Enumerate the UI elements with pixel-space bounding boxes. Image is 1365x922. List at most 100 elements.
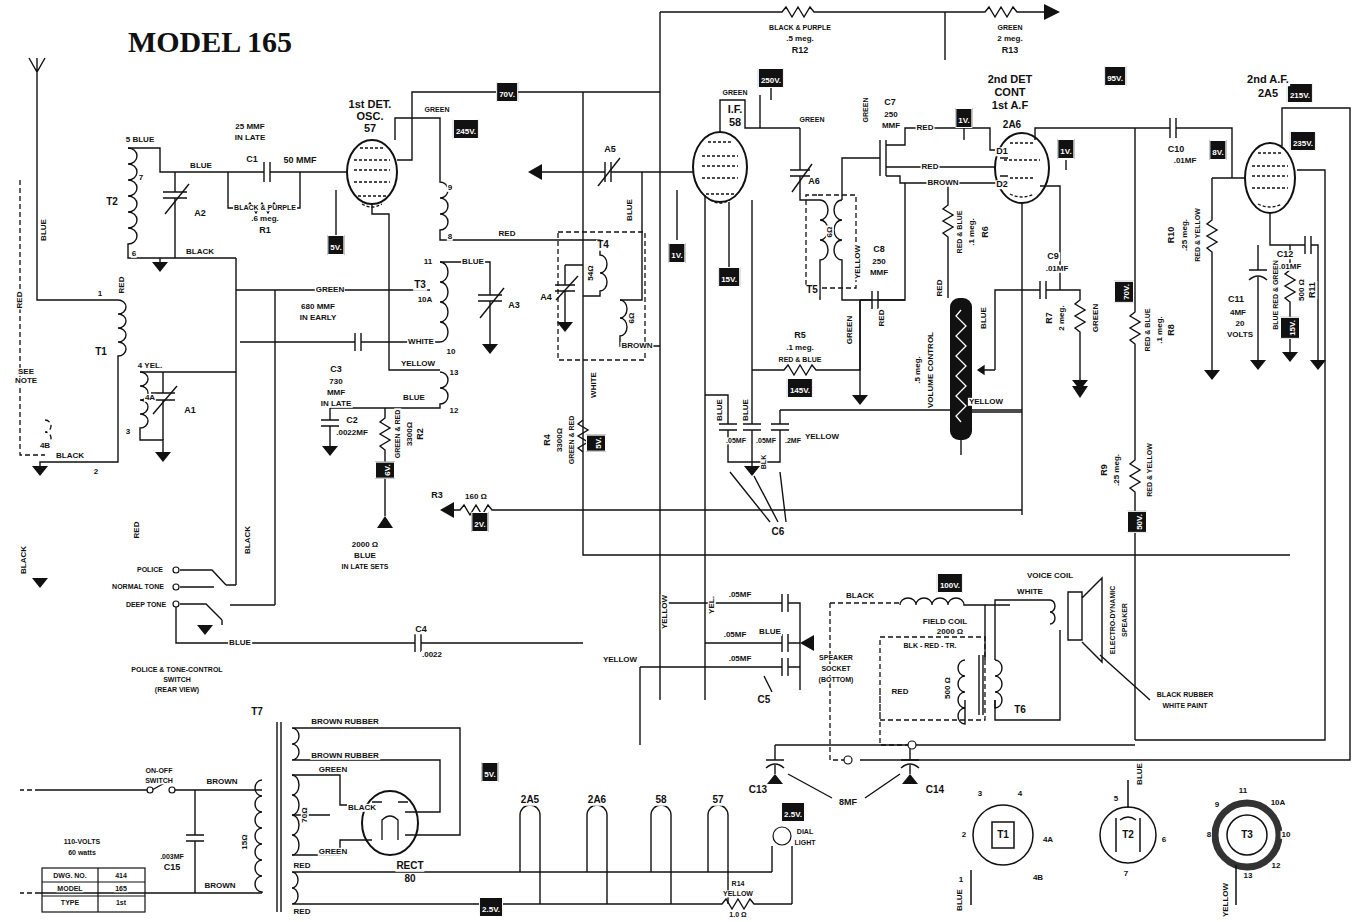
part-label: 2 [93, 468, 99, 476]
tube-element [372, 802, 408, 840]
terminal-circle [173, 601, 179, 607]
voltage-badge: 250V. [758, 68, 784, 88]
terminal-circle [147, 787, 153, 793]
tube-element [354, 142, 1288, 840]
part-label: T1 [996, 830, 1010, 841]
part-label: 2nd A.F. [1246, 74, 1290, 86]
part-label: GREEN [315, 286, 345, 294]
part-label: ELECTRO-DYNAMIC [1109, 585, 1116, 655]
part-label: YEL. [708, 595, 716, 615]
part-label: BLACK [347, 804, 377, 812]
wire [752, 300, 860, 375]
part-label: YELLOW [968, 398, 1004, 406]
voltage-badge: 70V. [496, 82, 518, 102]
part-label: BROWN RUBBER [310, 718, 380, 726]
part-label: 730 [328, 378, 343, 386]
part-label: 6 [1161, 836, 1167, 844]
part-label: (BOTTOM) [818, 676, 855, 683]
part-label: RED [498, 230, 517, 238]
part-label: T3 [1240, 830, 1254, 841]
voltage-value: 1V. [1060, 147, 1071, 156]
part-label: BLUE [980, 306, 988, 330]
part-label: 6Ω [826, 226, 834, 239]
voltage-badge: 5V. [327, 235, 344, 255]
part-label: MMF [326, 389, 346, 397]
part-label: GREEN [722, 89, 749, 96]
part-label: 4 [1017, 790, 1023, 798]
part-label: C11 [1227, 295, 1245, 304]
voltage-value: 2.5V. [482, 905, 500, 914]
title-block [42, 868, 145, 912]
part-label: 70Ω [301, 806, 309, 823]
part-label: .25 meg. [1181, 218, 1189, 252]
wire [1249, 245, 1267, 360]
part-label: BLUE [716, 398, 724, 422]
voltage-value: 235V. [1293, 139, 1313, 148]
wire [766, 745, 919, 798]
wire [292, 728, 460, 835]
terminal-circle [173, 584, 179, 590]
part-label: BLK - RED - TR. [903, 642, 958, 649]
part-label: 4 YEL. [137, 362, 163, 370]
part-label: 6 [131, 250, 137, 258]
voltage-badge: 6V. [375, 461, 395, 478]
part-label: 2 meg. [996, 35, 1023, 43]
part-label: GREEN [997, 24, 1024, 31]
part-label: T4 [596, 240, 610, 251]
part-label: GREEN [318, 848, 348, 856]
part-label: BLUE [956, 888, 964, 912]
part-label: 1.0 Ω [728, 911, 747, 918]
wire [945, 12, 1140, 740]
part-label: DIAL [796, 828, 814, 835]
part-label: VOLTS [1226, 331, 1254, 339]
part-label: 8 [447, 233, 453, 241]
part-label: BLACK [244, 525, 252, 555]
part-label: .0022 [421, 651, 443, 659]
part-label: 160 Ω [464, 493, 488, 501]
part-label: YELLOW [804, 433, 840, 441]
voltage-badge: 145V. [787, 378, 813, 398]
part-label: BROWN [926, 179, 959, 187]
part-label: 11 [1238, 787, 1248, 795]
wire [556, 276, 578, 300]
part-label: BLUE [228, 639, 252, 647]
part-label: GREEN & RED [394, 409, 401, 460]
part-label: BROWN [620, 342, 653, 350]
voltage-value: 1V. [958, 116, 969, 125]
tube-element [702, 142, 738, 203]
part-label: R6 [981, 225, 990, 239]
part-label: OSC. [356, 111, 385, 123]
wire [292, 872, 792, 909]
wire [598, 158, 620, 186]
part-label: D1 [995, 147, 1009, 156]
part-label: .1 meg. [785, 344, 815, 352]
part-label: 4B [1032, 874, 1044, 882]
wire [1135, 170, 1325, 740]
part-label: 7 [1123, 870, 1129, 878]
part-label: A2 [193, 209, 207, 218]
voltage-value: 70V. [1122, 284, 1131, 300]
socket-view [971, 780, 1279, 905]
terminal-circle [844, 756, 852, 764]
voltage-badge: 1V. [668, 243, 685, 263]
part-label: GREEN [318, 766, 348, 774]
part-label: SWITCH [162, 676, 192, 683]
part-label: RECT [395, 861, 424, 872]
wire [719, 424, 789, 430]
part-label: DEEP TONE [125, 601, 167, 608]
wire [29, 58, 118, 300]
part-label: 1 [97, 290, 103, 298]
wire [372, 204, 440, 370]
part-label: MMF [881, 122, 901, 130]
ground-symbol [32, 4, 1326, 784]
part-label: C14 [925, 785, 945, 796]
voltage-value: 245V. [456, 127, 476, 136]
wire [40, 300, 126, 466]
part-label: 54Ω [587, 264, 595, 281]
part-label: .05MF [725, 437, 747, 444]
part-label: RED [916, 124, 935, 132]
part-label: BLACK & PURPLE [233, 204, 297, 211]
part-label: C10 [1167, 145, 1186, 154]
wire [730, 472, 786, 522]
